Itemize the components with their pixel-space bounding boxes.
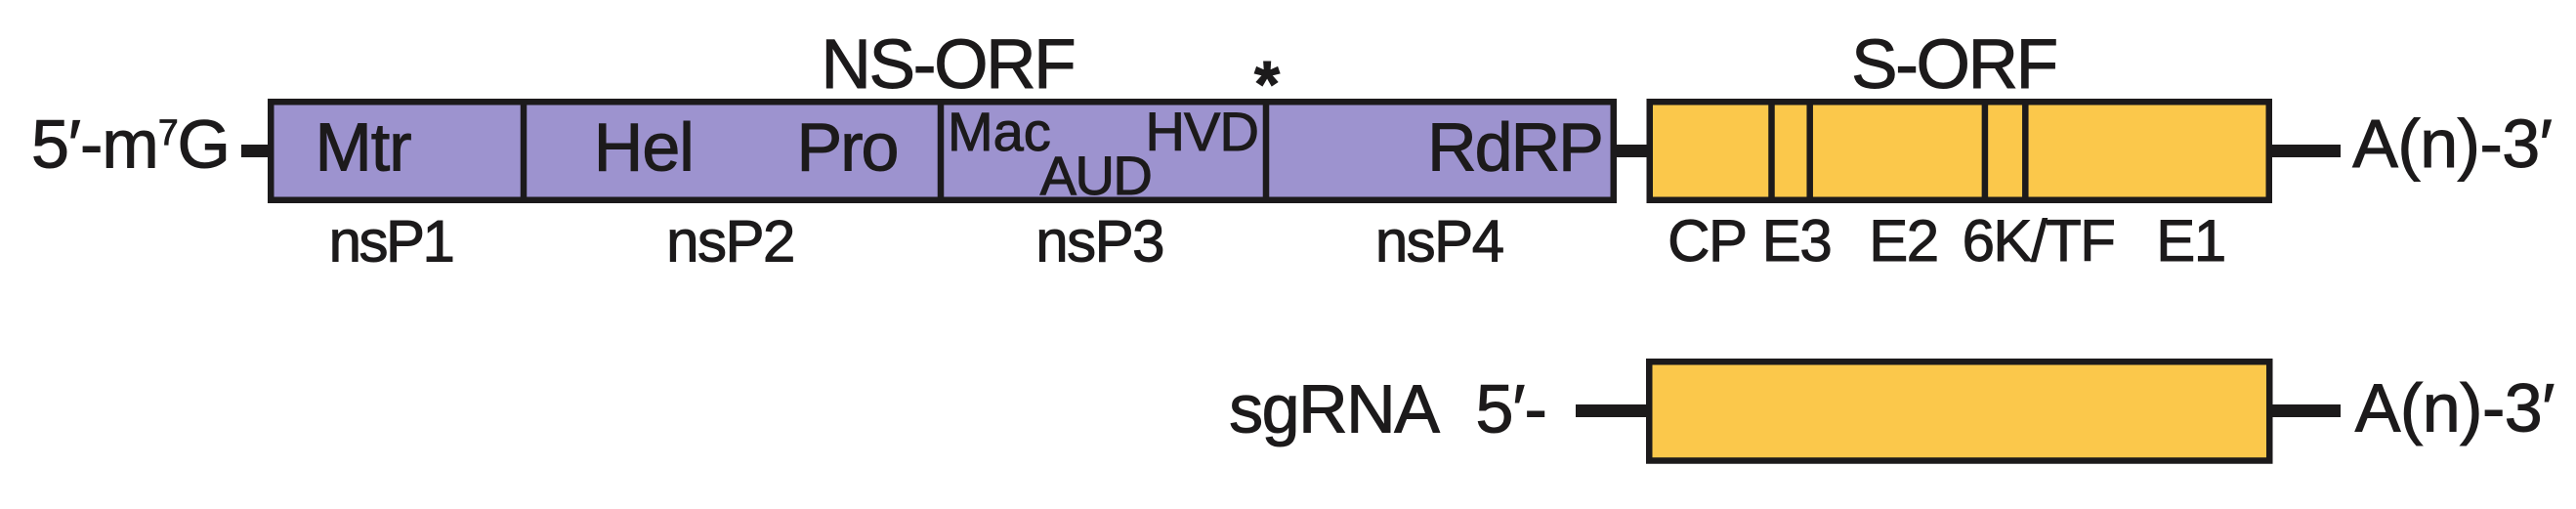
svg-text:nsP1: nsP1 [329,209,453,275]
svg-text:CP: CP [1668,208,1746,274]
svg-text:RdRP: RdRP [1427,109,1602,186]
svg-text:E2: E2 [1869,208,1937,274]
svg-text:A(n)-3′: A(n)-3′ [2355,370,2555,446]
svg-text:6K/TF: 6K/TF [1963,208,2115,274]
svg-text:NS-ORF: NS-ORF [822,26,1075,104]
svg-text:Mac: Mac [948,101,1051,162]
svg-text:nsP4: nsP4 [1375,209,1503,275]
svg-text:nsP2: nsP2 [666,209,794,275]
svg-text:*: * [1254,48,1281,121]
svg-text:HVD: HVD [1145,101,1258,162]
svg-text:G: G [178,106,231,183]
svg-text:sgRNA: sgRNA [1229,371,1440,447]
svg-text:A(n)-3′: A(n)-3′ [2352,106,2552,182]
svg-text:E1: E1 [2156,208,2224,274]
svg-text:S-ORF: S-ORF [1851,26,2056,104]
svg-text:Hel: Hel [594,109,694,186]
svg-text:Pro: Pro [797,109,898,186]
svg-text:5′-: 5′- [1476,371,1546,447]
svg-text:Mtr: Mtr [315,109,411,186]
svg-text:nsP3: nsP3 [1035,209,1163,275]
svg-text:E3: E3 [1762,208,1831,274]
svg-text:5′-m: 5′-m [31,106,158,183]
svg-text:AUD: AUD [1040,145,1152,206]
